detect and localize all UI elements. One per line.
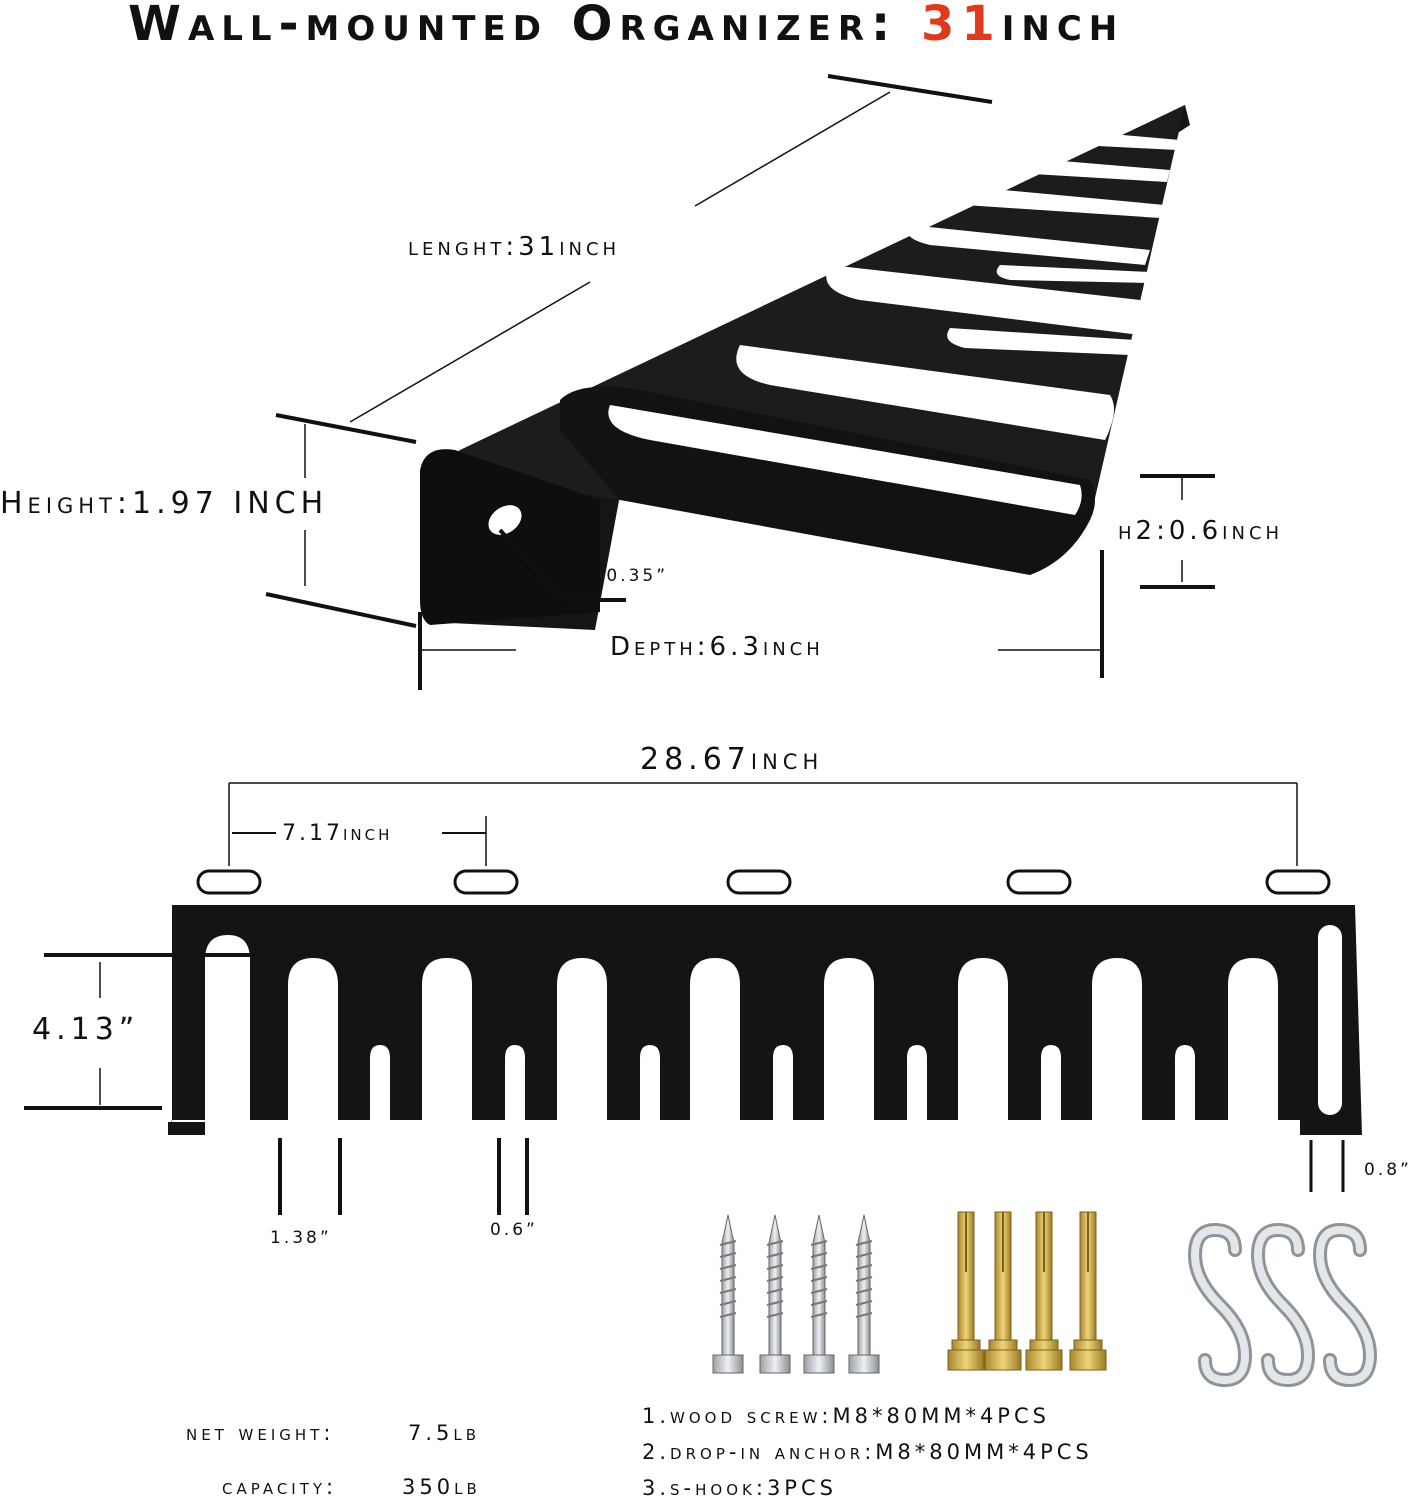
page-title: Wall-mounted Organizer: 31inch [128, 0, 1124, 52]
capacity-value: 350lb [402, 1475, 481, 1499]
mounting-holes [196, 869, 1331, 895]
accessory-item-s-hook: 3.s-hook:3PCS [642, 1476, 837, 1500]
depth-label: Depth:6.3inch [610, 632, 824, 662]
capacity-label: capacity: [222, 1475, 338, 1499]
prong-width-label: 0.6” [490, 1220, 538, 1240]
accessory-item-wood-screw: 1.wood screw:M8*80MM*4PCS [642, 1404, 1050, 1428]
hole-span-label: 28.67inch [640, 742, 824, 777]
net-weight-value: 7.5lb [408, 1421, 481, 1445]
title-prefix: Wall-mounted Organizer: [128, 0, 921, 52]
dimension-lines-front [24, 782, 1345, 1215]
rack-front [168, 905, 1362, 1135]
height-label: Height:1.97 INCH [0, 486, 329, 521]
end-slot-width-label: 0.8” [1364, 1160, 1412, 1180]
hole-spacing-label: 7.17inch [282, 821, 393, 846]
h2-label: h2:0.6inch [1118, 516, 1284, 546]
title-unit: inch [1001, 0, 1125, 52]
drop-in-anchor-icon [947, 1211, 1107, 1371]
net-weight-label: net weight: [186, 1421, 335, 1445]
s-hook-icon [1187, 1222, 1378, 1388]
wood-screw-icon [712, 1214, 880, 1374]
dimension-lines-top [265, 74, 1215, 690]
rack-perspective [420, 105, 1190, 630]
accessory-item-drop-in-anchor: 2.drop-in anchor:M8*80MM*4PCS [642, 1440, 1093, 1464]
length-label: lenght:31inch [408, 232, 621, 262]
slot-width-label: 1.38” [270, 1228, 332, 1248]
title-accent-value: 31 [920, 0, 1002, 52]
hole-diameter-label: dia 0.35” [568, 566, 669, 586]
slot-depth-label: 4.13” [32, 1012, 140, 1047]
